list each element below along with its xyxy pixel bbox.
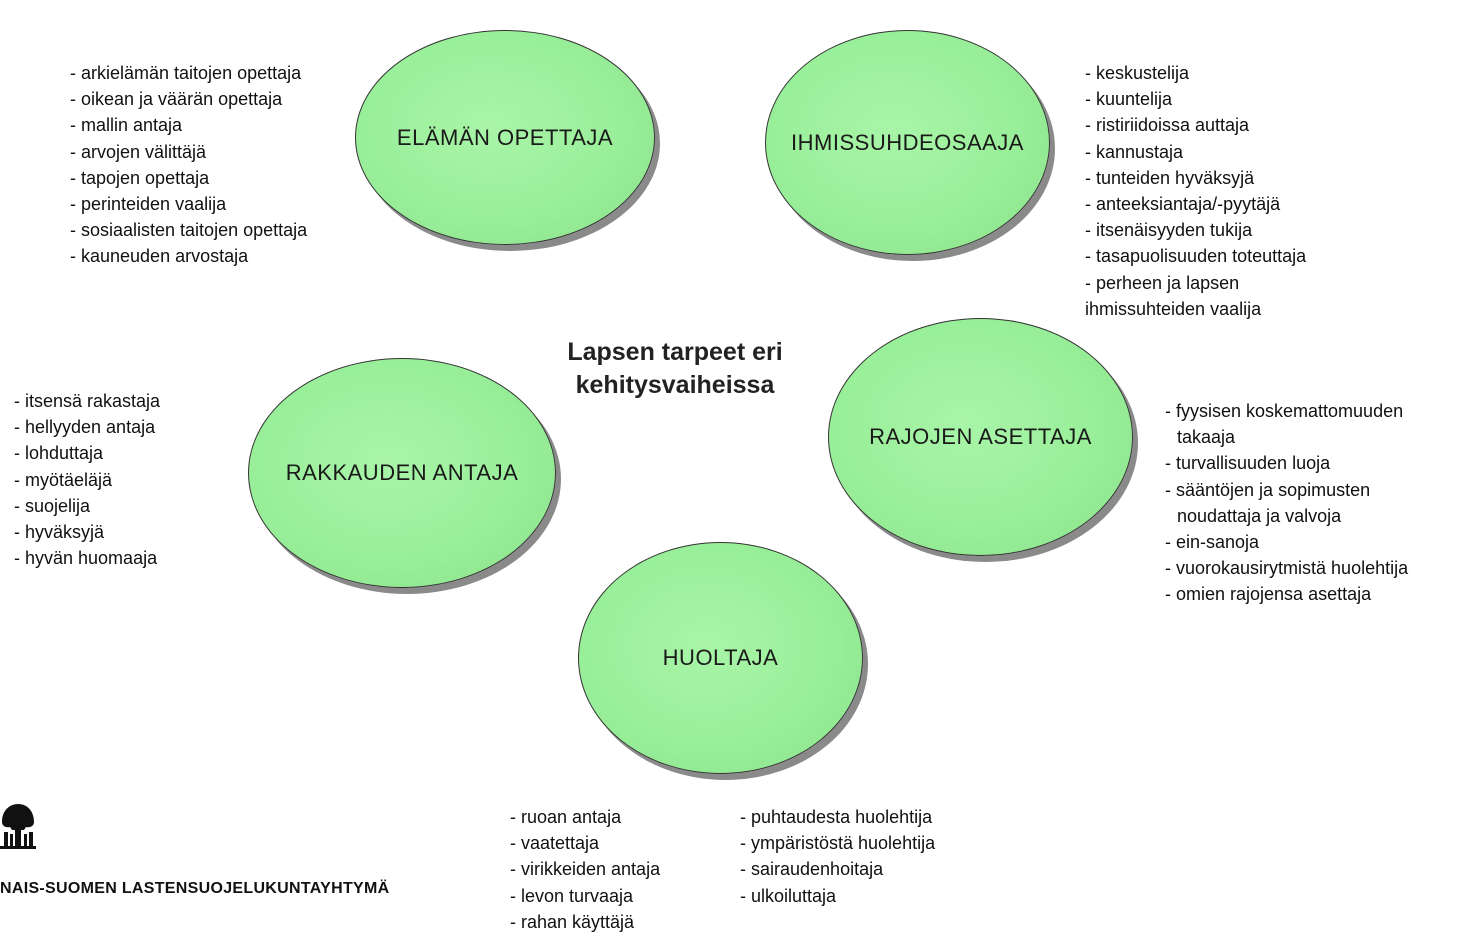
list-item: - kannustaja <box>1085 141 1184 162</box>
list-item: - turvallisuuden luoja <box>1165 453 1331 474</box>
organization-name: NAIS-SUOMEN LASTENSUOJELUKUNTAYHTYMÄ <box>0 880 390 897</box>
list-item: - itsenäisyyden tukija <box>1085 220 1253 241</box>
list-item: - ruoan antaja <box>510 807 622 827</box>
ellipse-rajojen-asettaja: RAJOJEN ASETTAJA <box>828 318 1133 556</box>
ellipse-huoltaja: HUOLTAJA <box>578 542 863 774</box>
list-item: - hyvän huomaaja <box>14 548 158 569</box>
list-huoltaja-right: - puhtaudesta huolehtija - ympäristöstä … <box>740 804 935 909</box>
list-item: - hellyyden antaja <box>14 417 156 438</box>
list-item: - kuuntelija <box>1085 89 1173 110</box>
list-item: - oikean ja väärän opettaja <box>70 89 283 110</box>
ellipse-ihmissuhdeosaaja: IHMISSUHDEOSAAJA <box>765 30 1050 255</box>
list-item: - sairaudenhoitaja <box>740 859 884 880</box>
list-item: - mallin antaja <box>70 115 183 136</box>
list-item: ihmissuhteiden vaalija <box>1085 298 1262 319</box>
list-item: - ulkoiluttaja <box>740 885 837 906</box>
list-item: - suojelija <box>14 495 91 516</box>
diagram-title-line-2: kehitysvaiheissa <box>575 371 775 399</box>
list-item: - perheen ja lapsen <box>1085 272 1240 293</box>
list-item: - ympäristöstä huolehtija <box>740 833 936 854</box>
list-item: - fyysisen koskemattomuuden takaaja <box>1165 401 1404 448</box>
list-item: - ristiriidoissa auttaja <box>1085 115 1250 136</box>
list-item: - tunteiden hyväksyjä <box>1085 167 1255 188</box>
list-item: - levon turvaaja <box>510 885 634 906</box>
list-item: - tapojen opettaja <box>70 167 210 188</box>
list-item: - anteeksiantaja/-pyytäjä <box>1085 194 1281 215</box>
ellipse-rakkauden-antaja: RAKKAUDEN ANTAJA <box>248 358 556 588</box>
list-ihmissuhdeosaaja: - keskustelija - kuuntelija - ristiriido… <box>1085 60 1306 322</box>
list-item: - perinteiden vaalija <box>70 194 227 215</box>
list-elaman-opettaja: - arkielämän taitojen opettaja - oikean … <box>70 60 307 270</box>
list-item: - sosiaalisten taitojen opettaja <box>70 220 308 241</box>
ellipse-elaman-opettaja: ELÄMÄN OPETTAJA <box>355 30 655 245</box>
list-item: - ein-sanoja <box>1165 532 1260 553</box>
list-item: - tasapuolisuuden toteuttaja <box>1085 246 1307 267</box>
list-item: - kauneuden arvostaja <box>70 246 249 267</box>
list-huoltaja-left: - ruoan antaja - vaatettaja - virikkeide… <box>510 804 660 935</box>
ellipse-label: RAKKAUDEN ANTAJA <box>285 460 519 485</box>
list-rakkauden-antaja: - itsensä rakastaja - hellyyden antaja -… <box>14 388 160 571</box>
diagram-title: Lapsen tarpeet eri kehitysvaiheissa <box>520 336 830 402</box>
list-item: - sääntöjen ja sopimusten noudattaja ja … <box>1165 479 1371 526</box>
ellipse-label: HUOLTAJA <box>662 645 779 670</box>
list-item: - itsensä rakastaja <box>14 391 161 411</box>
list-item: - vaatettaja <box>510 833 600 854</box>
list-item: - rahan käyttäjä <box>510 911 635 932</box>
list-item: - virikkeiden antaja <box>510 859 661 880</box>
list-item: - keskustelija <box>1085 63 1190 83</box>
list-item: - myötäeläjä <box>14 469 113 490</box>
tree-logo-icon <box>0 800 36 852</box>
ellipse-label: RAJOJEN ASETTAJA <box>869 424 1092 449</box>
list-item: - hyväksyjä <box>14 522 105 543</box>
list-item: - puhtaudesta huolehtija <box>740 807 933 827</box>
list-item: - arvojen välittäjä <box>70 141 207 162</box>
diagram-title-line-1: Lapsen tarpeet eri <box>567 338 783 366</box>
list-item: - omien rajojensa asettaja <box>1165 584 1372 605</box>
list-item: - vuorokausirytmistä huolehtija <box>1165 558 1409 579</box>
list-rajojen-asettaja: - fyysisen koskemattomuuden takaaja - tu… <box>1165 398 1455 608</box>
list-item: - lohduttaja <box>14 443 104 464</box>
ellipse-label: IHMISSUHDEOSAAJA <box>791 129 1024 155</box>
list-item: - arkielämän taitojen opettaja <box>70 63 302 83</box>
ellipse-label: ELÄMÄN OPETTAJA <box>396 124 614 150</box>
